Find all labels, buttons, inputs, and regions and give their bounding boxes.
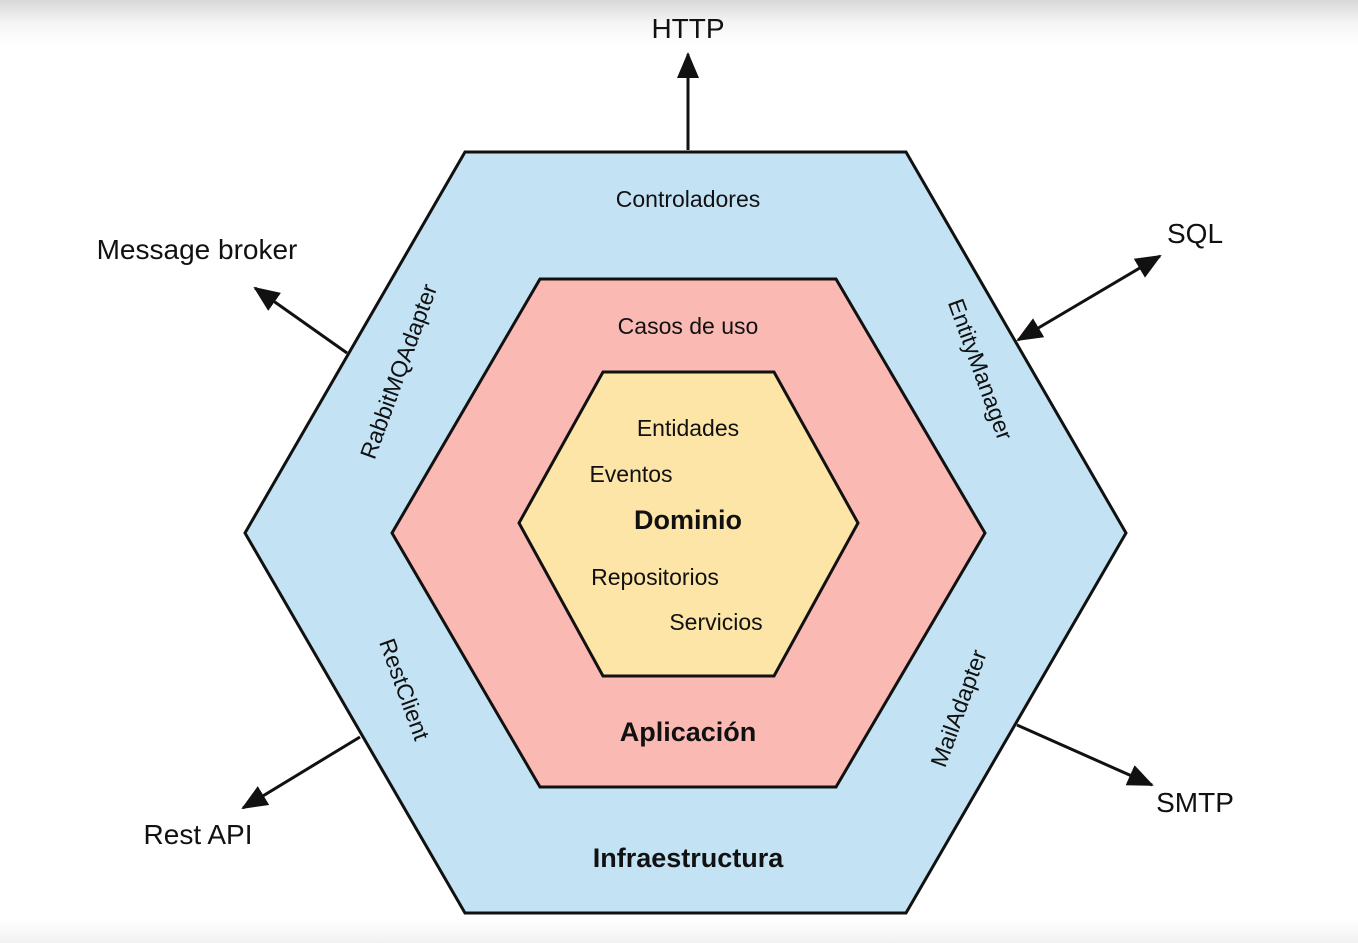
sql-arrow xyxy=(1016,254,1162,342)
entidades-label: Entidades xyxy=(637,415,739,441)
smtp-arrow xyxy=(1016,723,1154,787)
message-broker-label: Message broker xyxy=(97,234,298,265)
application-title: Aplicación xyxy=(620,717,757,747)
infrastructure-title: Infraestructura xyxy=(593,843,785,873)
casos-de-uso-label: Casos de uso xyxy=(618,313,759,339)
smtp-label: SMTP xyxy=(1156,787,1234,818)
repositorios-label: Repositorios xyxy=(591,564,719,590)
domain-title: Dominio xyxy=(634,505,742,535)
domain-hexagon xyxy=(517,370,860,678)
http-label: HTTP xyxy=(651,13,724,44)
eventos-label: Eventos xyxy=(589,461,672,487)
sql-label: SQL xyxy=(1167,218,1223,249)
servicios-label: Servicios xyxy=(669,609,762,635)
rest-api-arrow xyxy=(241,735,361,810)
controladores-label: Controladores xyxy=(616,186,760,212)
message-broker-arrow xyxy=(253,286,348,355)
rest-api-label: Rest API xyxy=(144,819,253,850)
